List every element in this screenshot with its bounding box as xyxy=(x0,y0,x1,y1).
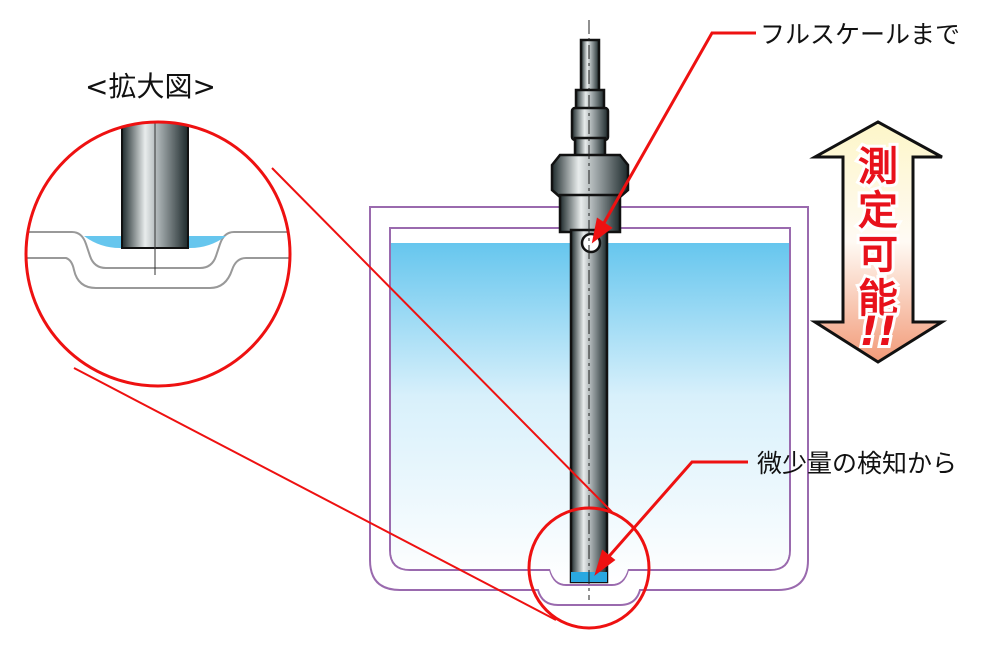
measurable-range-arrow: 測 定 可 能 !! xyxy=(809,120,948,364)
level-probe xyxy=(550,20,630,600)
small-detect-label: 微少量の検知から xyxy=(757,449,957,478)
measurable-char: !! xyxy=(860,309,896,355)
callout-arrows xyxy=(591,31,756,576)
full-scale-label: フルスケールまで xyxy=(760,20,960,49)
magnified-view xyxy=(24,120,651,630)
measurable-char: 定 xyxy=(858,188,898,234)
zoom-title: <拡大図> xyxy=(85,70,216,103)
measurable-char: 能 xyxy=(858,276,898,322)
measurable-char: 測 xyxy=(858,144,898,190)
measurable-char: 可 xyxy=(858,232,898,278)
